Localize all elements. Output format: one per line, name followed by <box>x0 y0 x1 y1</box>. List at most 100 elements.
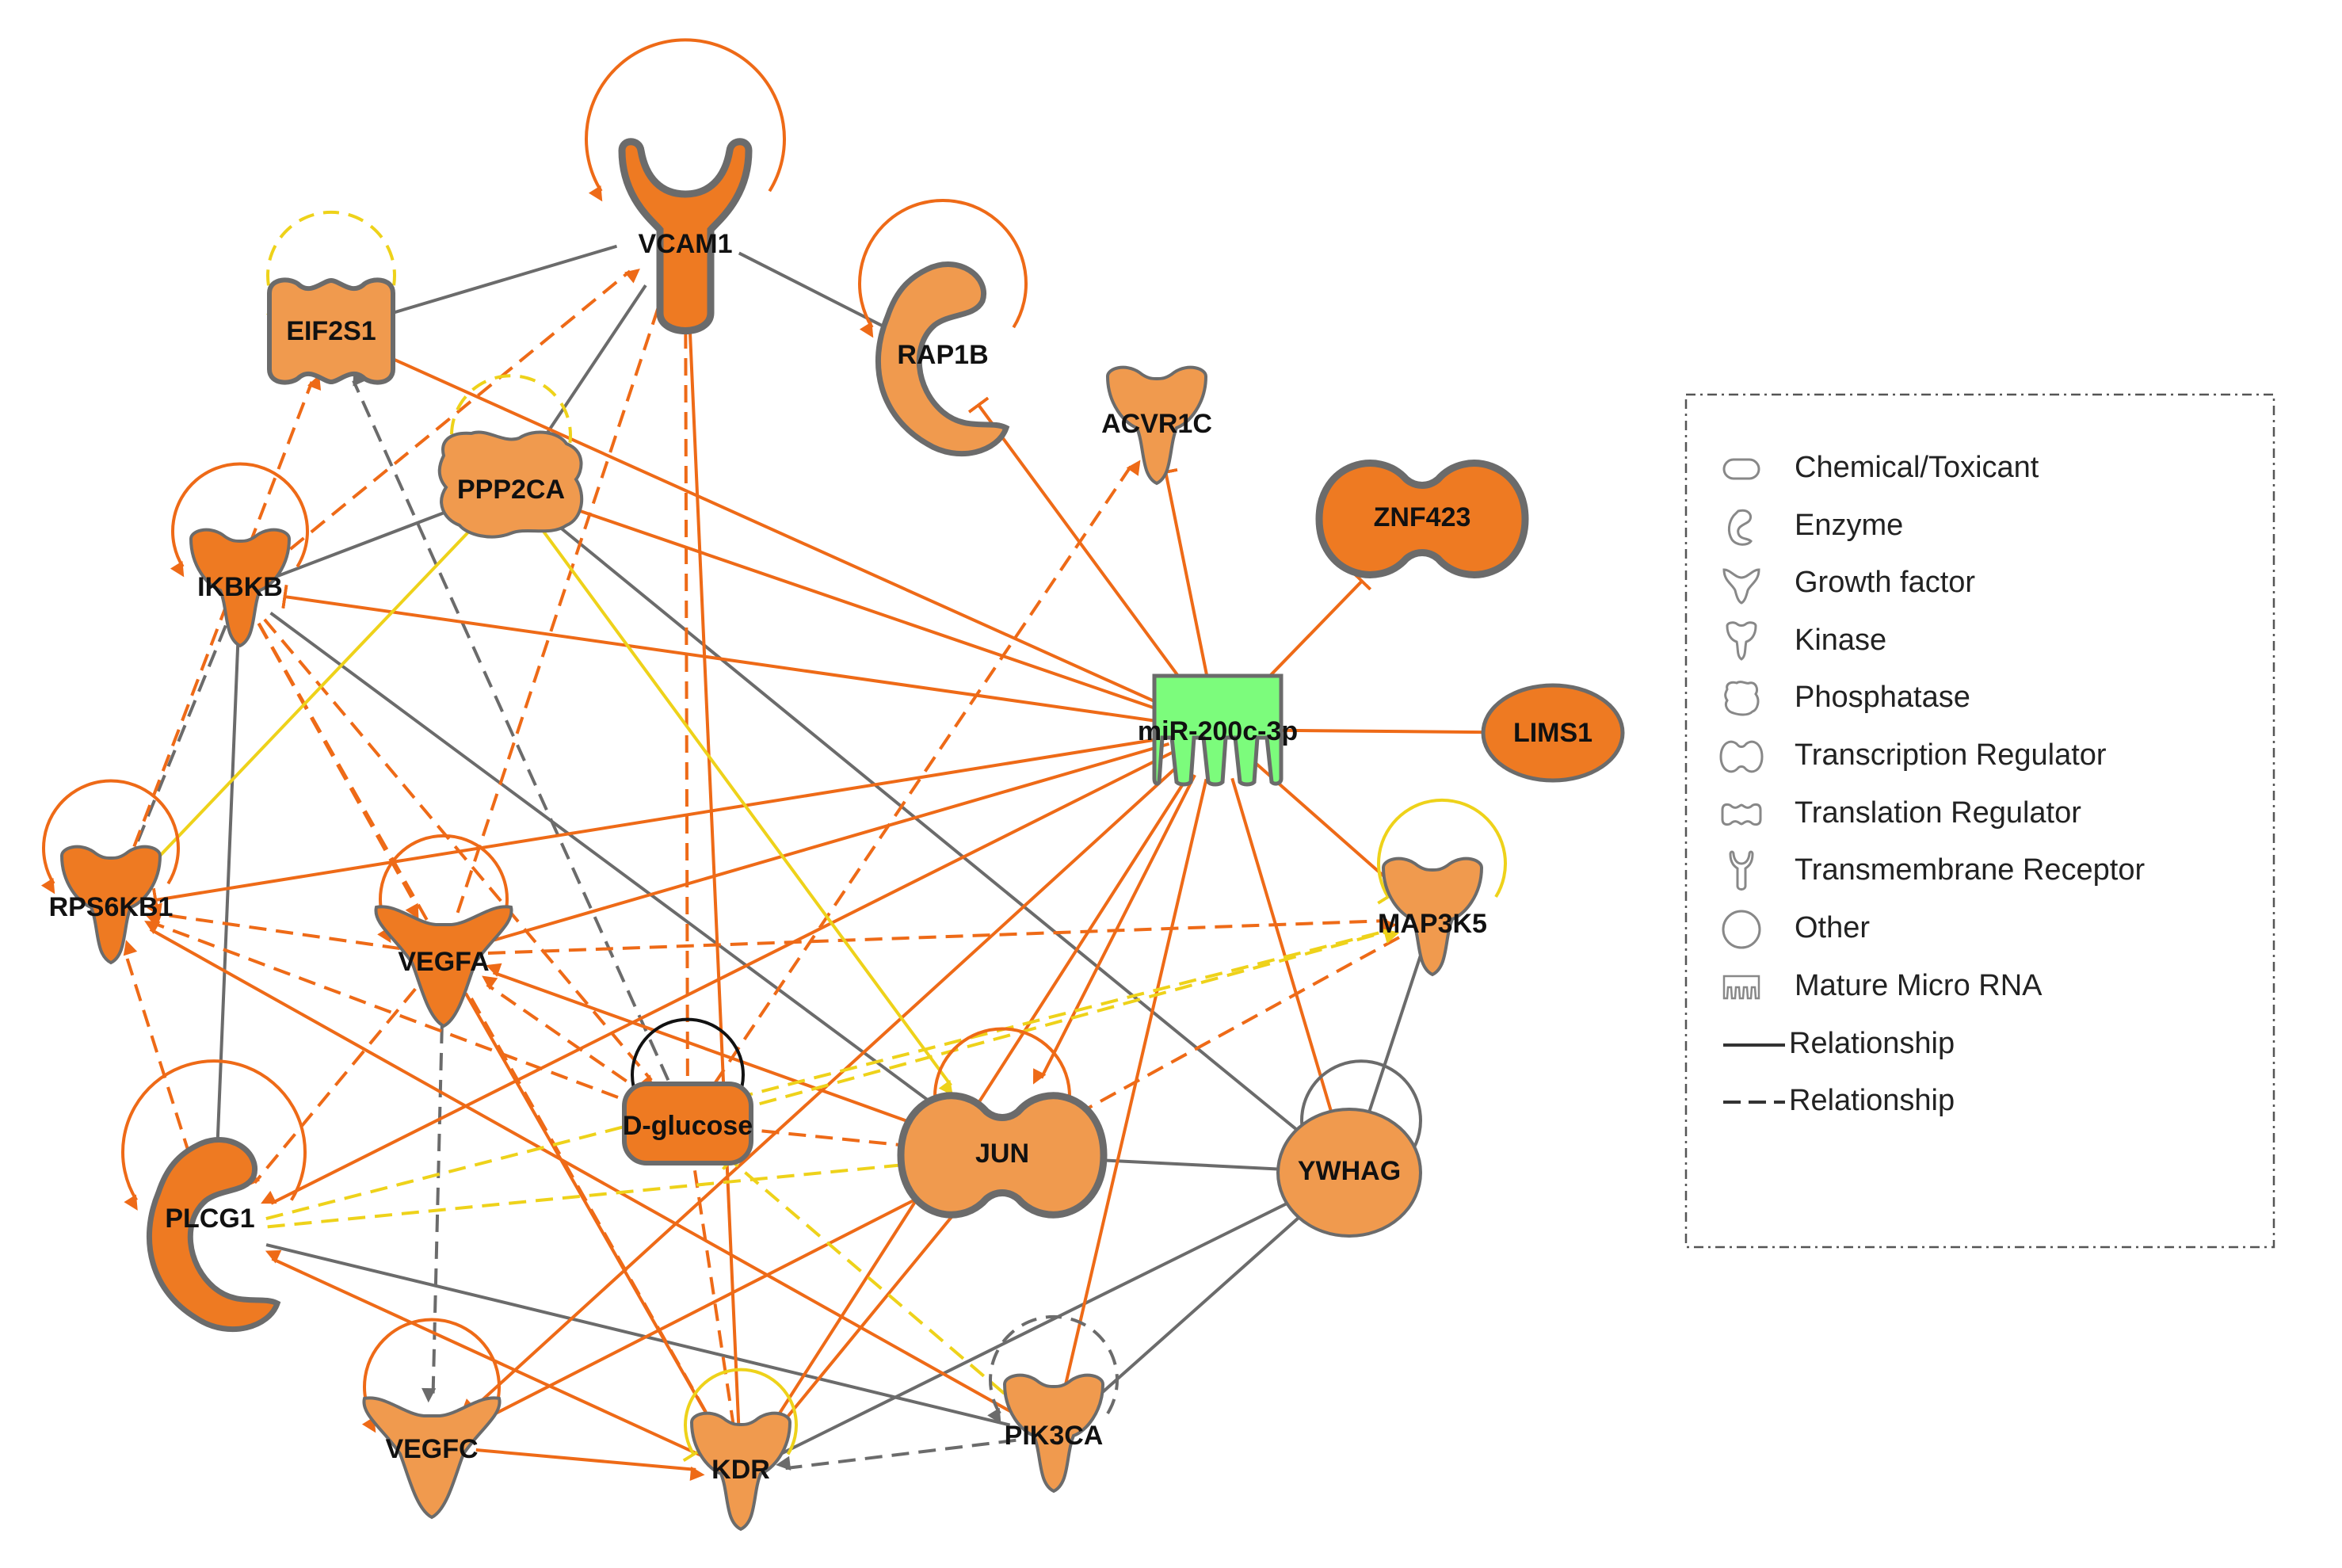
edge-vcam1-rap1b <box>738 251 896 338</box>
legend-label: Translation Regulator <box>1795 796 2081 830</box>
node-kdr[interactable]: KDR <box>689 1411 792 1532</box>
node-label: miR-200c-3p <box>1138 716 1298 746</box>
self-loop-vegfa <box>377 834 509 944</box>
edge-mir200c-rps6kb1 <box>151 736 1169 913</box>
node-plcg1[interactable]: PLCG1 <box>147 1137 281 1333</box>
edge-mir200c-plcg1 <box>261 750 1173 1205</box>
node-lims1[interactable]: LIMS1 <box>1481 683 1625 783</box>
node-jun[interactable]: JUN <box>897 1092 1108 1219</box>
node-vegfc[interactable]: VEGFC <box>362 1396 502 1520</box>
edge-rps6kb1-eif2s1 <box>123 374 322 872</box>
edges-layer <box>119 244 1495 1481</box>
edge-pik3ca-rps6kb1 <box>144 921 1022 1419</box>
self-loop-rps6kb1 <box>40 779 180 895</box>
edge-plcg1-map3k5 <box>265 929 1399 1221</box>
legend-label: Chemical/Toxicant <box>1795 451 2039 484</box>
node-znf423[interactable]: ZNF423 <box>1315 460 1529 578</box>
node-label: IKBKB <box>197 572 283 602</box>
edge-mir200c-acvr1c <box>1154 467 1210 681</box>
self-loop-jun <box>932 1027 1071 1143</box>
edge-vegfa-map3k5 <box>487 918 1398 955</box>
node-label: ZNF423 <box>1374 502 1471 532</box>
self-loop-kdr <box>682 1368 798 1463</box>
edge-ikbkb-kdr <box>257 622 720 1445</box>
edge-mir200c-pik3ca <box>1051 778 1208 1396</box>
growth-factor-icon <box>1722 568 1760 605</box>
edge-dglucose-rps6kb1 <box>146 914 644 1108</box>
node-map3k5[interactable]: MAP3K5 <box>1378 856 1487 977</box>
node-label: KDR <box>711 1455 770 1485</box>
node-ikbkb[interactable]: IKBKB <box>189 528 292 648</box>
node-label: VEGFC <box>385 1434 478 1464</box>
legend-label: Kinase <box>1795 624 1886 657</box>
edge-ppp2ca-ywhag <box>549 517 1303 1135</box>
self-loop-ywhag <box>1299 1059 1422 1160</box>
node-mir200c[interactable]: miR-200c-3p <box>1138 673 1298 787</box>
node-eif2s1[interactable]: EIF2S1 <box>267 277 395 385</box>
node-ppp2ca[interactable]: PPP2CA <box>437 430 584 539</box>
edge-dglucose-eif2s1 <box>352 370 670 1082</box>
self-loop-vcam1 <box>585 38 786 202</box>
node-ywhag[interactable]: YWHAG <box>1276 1108 1422 1238</box>
mature-micro-rna-icon <box>1722 975 1760 1000</box>
node-rps6kb1[interactable]: RPS6KB1 <box>49 845 174 965</box>
edge-dglucose-vcam1 <box>682 288 697 1077</box>
edge-ikbkb-dglucose <box>263 618 654 1091</box>
edge-eif2s1-vcam1 <box>374 244 618 320</box>
edge-jun-kdr <box>760 1210 958 1444</box>
edge-plcg1-jun <box>267 1161 926 1229</box>
self-loop-rap1b <box>858 199 1028 338</box>
edge-vegfc-kdr <box>475 1448 705 1481</box>
edge-vegfa-kdr <box>464 992 720 1445</box>
chemical-toxicant-icon <box>1722 458 1760 480</box>
edge-ppp2ca-rps6kb1 <box>132 522 478 884</box>
legend-label: Relationship <box>1789 1027 1955 1060</box>
edge-ikbkb-ppp2ca <box>275 507 456 578</box>
edge-ppp2ca-vcam1 <box>537 284 647 446</box>
edge-plcg1-pik3ca <box>265 1243 1011 1427</box>
node-label: YWHAG <box>1298 1156 1401 1186</box>
node-label: LIMS1 <box>1513 718 1592 748</box>
edge-ikbkb-plcg1 <box>215 628 241 1169</box>
edge-vegfa-vegfc <box>421 998 444 1403</box>
legend-label: Other <box>1795 911 1870 944</box>
edge-dglucose-vegfa <box>482 975 650 1098</box>
node-vcam1[interactable]: VCAM1 <box>618 138 753 334</box>
nodes-layer: VCAM1 EIF2S1 RAP1B ACVR1C ZNF423 PPP2CA <box>49 138 1625 1532</box>
legend-label: Growth factor <box>1795 566 1975 599</box>
self-loops-layer <box>40 38 1507 1463</box>
kinase-icon <box>1726 621 1757 661</box>
legend-label: Enzyme <box>1795 509 1903 542</box>
edge-vegfa-plcg1 <box>245 987 417 1188</box>
edge-mir200c-ppp2ca <box>563 494 1171 715</box>
legend-label: Transmembrane Receptor <box>1795 853 2145 887</box>
edge-jun-vegfc <box>468 1186 938 1424</box>
legend-label: Phosphatase <box>1795 681 1970 714</box>
enzyme-icon <box>1727 509 1753 546</box>
edge-mir200c-ywhag <box>1230 777 1344 1119</box>
node-label: RAP1B <box>897 340 988 370</box>
phosphatase-icon <box>1724 681 1760 716</box>
edge-plcg1-rps6kb1 <box>123 940 200 1181</box>
legend: Chemical/Toxicant Enzyme Growth factor K… <box>1684 393 2275 1249</box>
node-acvr1c[interactable]: ACVR1C <box>1101 365 1212 486</box>
node-label: PLCG1 <box>165 1204 254 1234</box>
node-dglucose[interactable]: D-glucose <box>622 1082 753 1166</box>
edge-ikbkb-vcam1 <box>268 268 640 568</box>
edge-pik3ca-dglucose <box>721 1150 1026 1413</box>
node-rap1b[interactable]: RAP1B <box>875 261 1010 457</box>
edge-kdr-plcg1 <box>265 1249 708 1459</box>
node-label: ACVR1C <box>1101 409 1212 439</box>
node-vegfa[interactable]: VEGFA <box>374 905 513 1028</box>
node-pik3ca[interactable]: PIK3CA <box>1002 1373 1105 1494</box>
edge-pik3ca-kdr <box>776 1438 1017 1471</box>
edge-mir200c-jun <box>1032 774 1196 1085</box>
edge-vegfa-rps6kb1 <box>147 902 400 951</box>
node-label: D-glucose <box>623 1111 753 1141</box>
translation-regulator-icon <box>1721 803 1762 826</box>
node-label: JUN <box>975 1139 1029 1169</box>
edge-ywhag-pik3ca <box>1077 1206 1312 1409</box>
edge-jun-vegfa <box>486 963 935 1132</box>
edge-dglucose-kdr <box>693 1170 736 1440</box>
